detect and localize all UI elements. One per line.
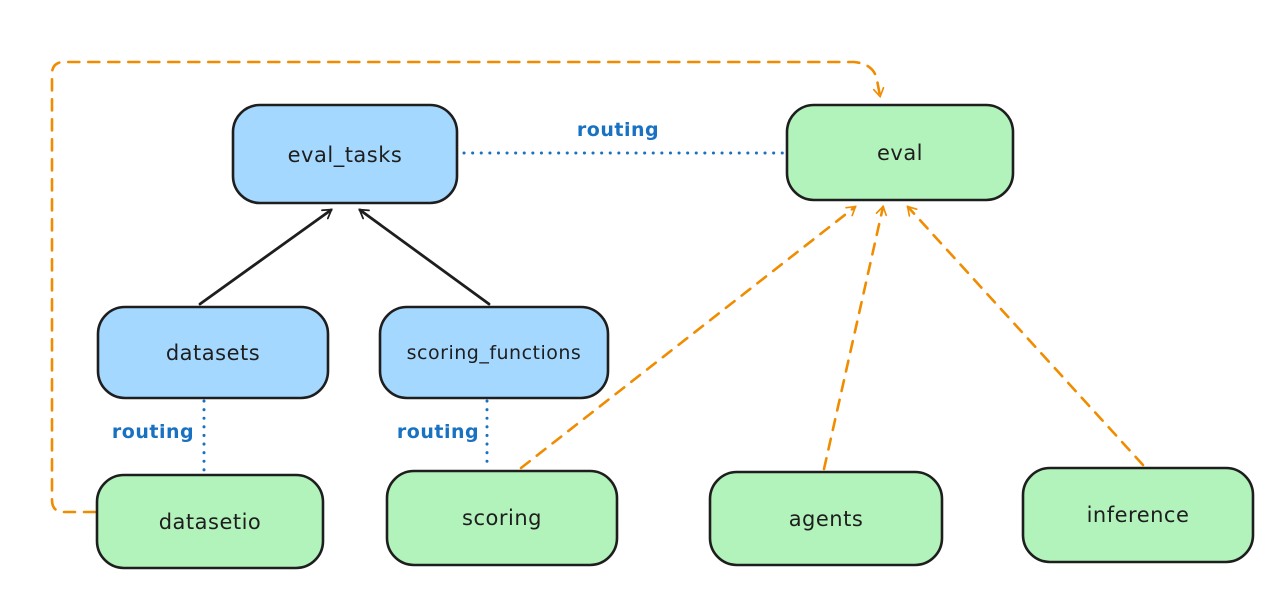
edge-agents-to-eval bbox=[822, 204, 888, 471]
edge-datasetio-to-eval bbox=[50, 60, 885, 514]
node-datasets-label: datasets bbox=[166, 341, 260, 365]
routing-label-top: routing bbox=[577, 119, 659, 141]
node-datasets: datasets bbox=[96, 305, 330, 400]
node-scoring-functions: scoring_functions bbox=[378, 305, 610, 400]
node-eval-label: eval bbox=[877, 141, 923, 165]
edge-scoring-functions-to-eval-tasks bbox=[358, 208, 491, 306]
edge-datasets-to-eval-tasks bbox=[198, 208, 333, 306]
node-agents: agents bbox=[708, 470, 944, 567]
node-datasetio: datasetio bbox=[95, 473, 325, 570]
node-scoring-label: scoring bbox=[462, 506, 542, 530]
edge-scoring-to-eval bbox=[519, 205, 857, 470]
routing-label-scoring-functions: routing bbox=[397, 421, 479, 443]
node-eval-tasks-label: eval_tasks bbox=[288, 143, 403, 168]
node-scoring-functions-label: scoring_functions bbox=[407, 342, 582, 364]
node-eval-tasks: eval_tasks bbox=[231, 103, 459, 205]
node-agents-label: agents bbox=[789, 507, 864, 531]
node-scoring-functions-box bbox=[378, 305, 610, 400]
edge-inference-to-eval bbox=[906, 205, 1145, 467]
node-datasetio-label: datasetio bbox=[159, 510, 262, 534]
node-inference-label: inference bbox=[1087, 503, 1190, 527]
routing-label-datasets: routing bbox=[112, 421, 194, 443]
node-scoring-box bbox=[385, 469, 619, 567]
node-inference: inference bbox=[1021, 466, 1255, 564]
node-agents-box bbox=[708, 470, 944, 567]
node-scoring: scoring bbox=[385, 469, 619, 567]
node-inference-box bbox=[1021, 466, 1255, 564]
node-eval-box bbox=[785, 103, 1015, 202]
node-eval: eval bbox=[785, 103, 1015, 202]
node-datasetio-box bbox=[95, 473, 325, 570]
node-eval-tasks-box bbox=[231, 103, 459, 205]
node-datasets-box bbox=[96, 305, 330, 400]
